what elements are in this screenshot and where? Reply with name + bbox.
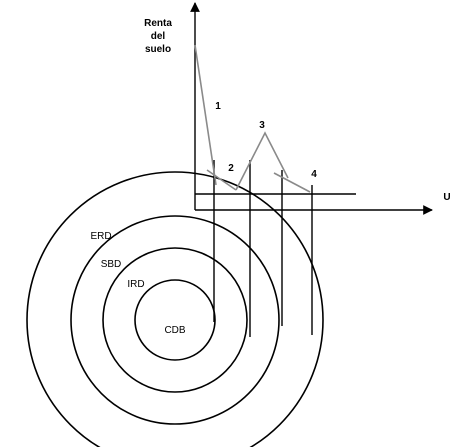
curve-label-3: 3 [259,120,265,131]
curve-3 [235,131,289,191]
y-axis-label-line-2: del [151,31,166,42]
ring-cdb [134,279,216,361]
curve-1 [194,44,217,186]
ring-ird [102,247,248,393]
y-axis-label-line-3: suelo [145,44,171,55]
drop-lines [213,160,313,337]
curve-label-4: 4 [311,169,317,180]
curve-label-1: 1 [215,101,221,112]
zone-label-sbd: SBD [101,259,122,270]
x-axis-label: U [443,192,450,203]
zone-label-erd: ERD [90,231,111,242]
curve-4 [273,172,311,193]
curve-2 [206,169,237,191]
zone-label-ird: IRD [127,279,144,290]
zone-rings [26,171,324,447]
curve-label-2: 2 [228,163,234,174]
bid-rent-curves [194,44,311,193]
y-axis-label-line-1: Renta [144,18,172,29]
y-axis-label: Renta del suelo [144,18,172,55]
zone-label-cdb: CDB [164,325,185,336]
ring-sbd [70,215,280,425]
ring-erd [26,171,324,447]
